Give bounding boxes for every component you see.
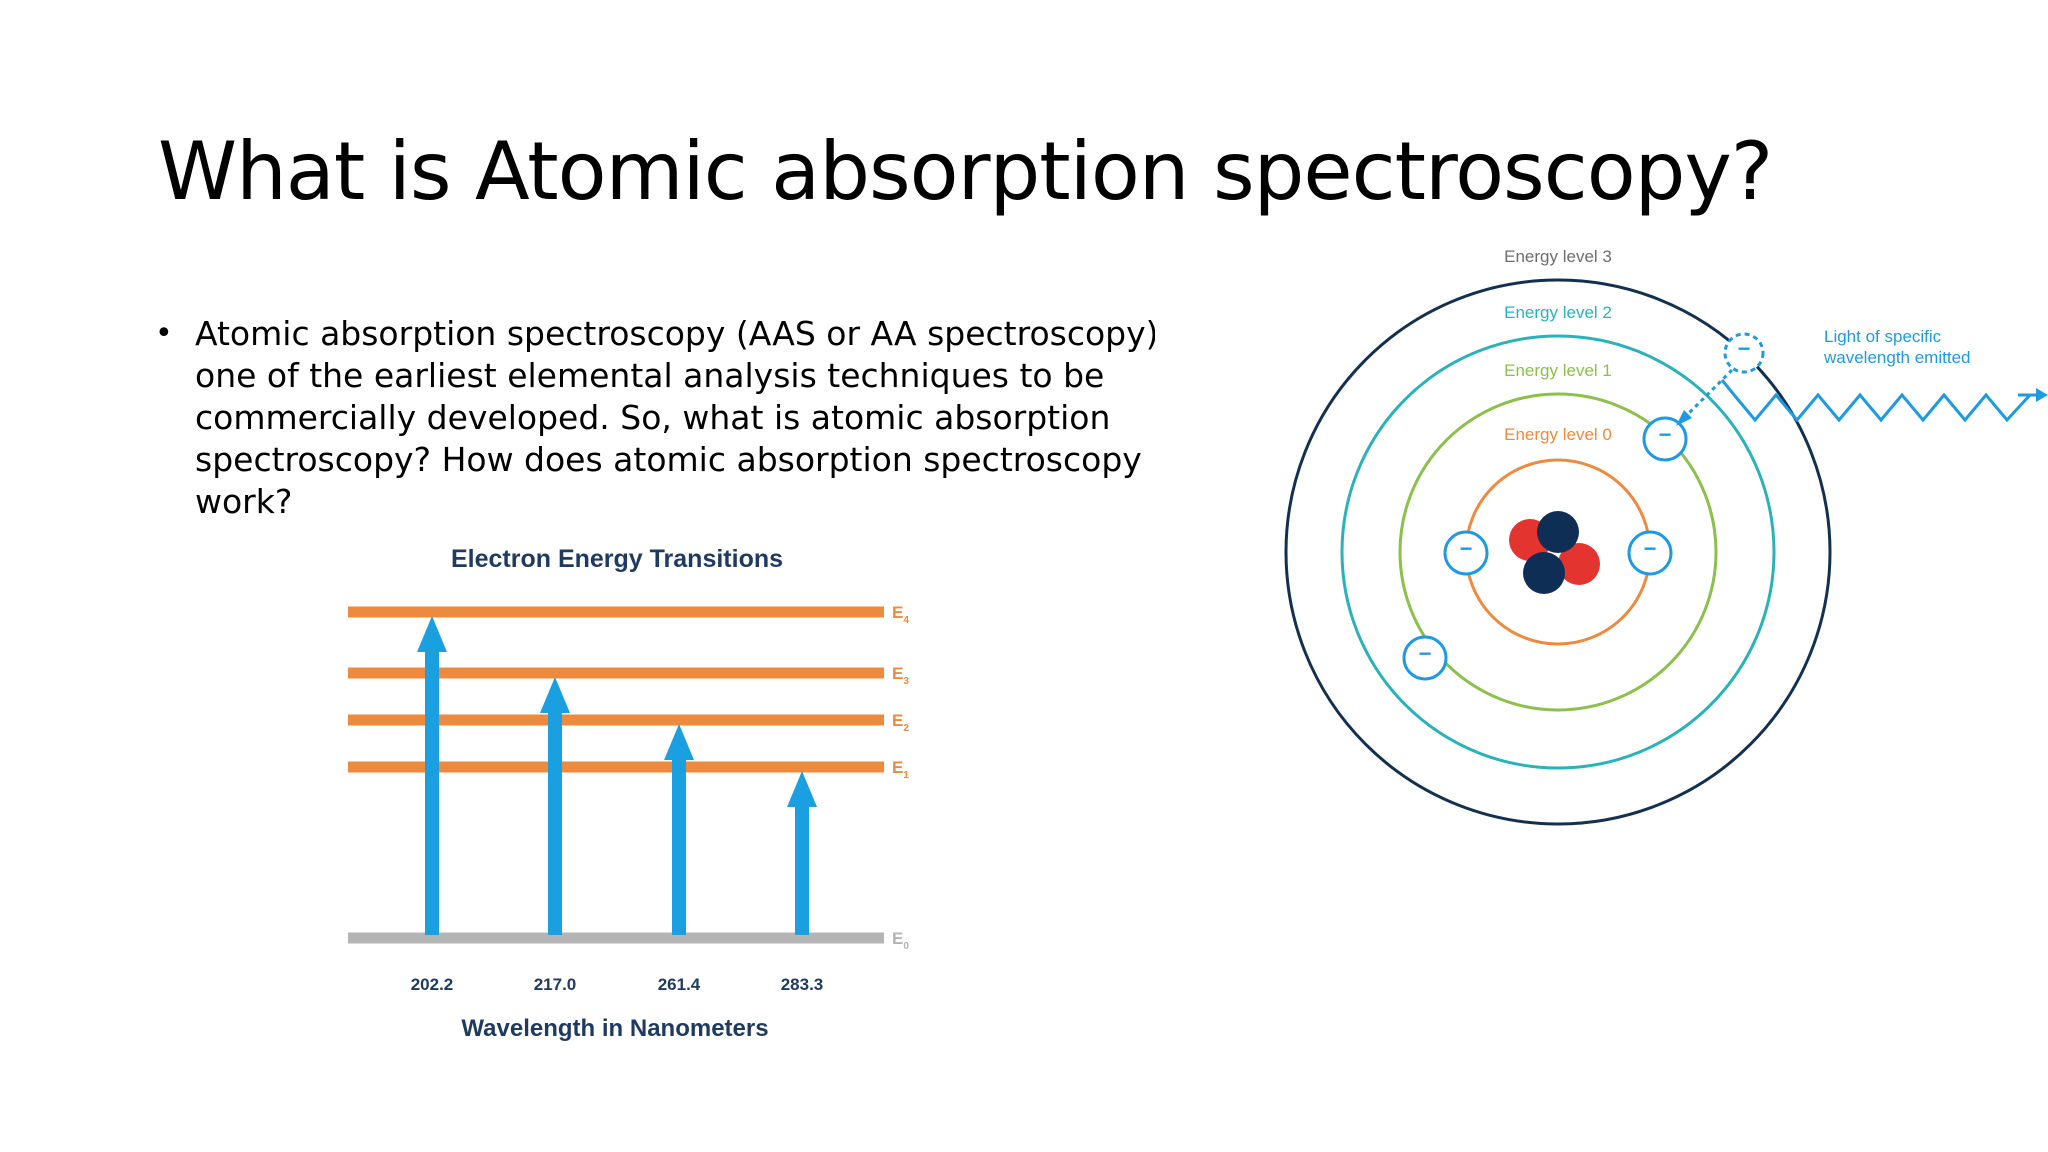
- electron-charge: −: [1419, 641, 1432, 666]
- transition-arrow-shaft: [425, 648, 439, 935]
- light-label: wavelength emitted: [1823, 348, 1970, 367]
- electron: [1627, 530, 1673, 576]
- energy-level-0-label: Energy level 0: [1504, 425, 1612, 444]
- transition-arrow-shaft: [548, 710, 562, 935]
- transition-arrow-shaft: [795, 804, 809, 935]
- emitted-light-wave: [1720, 379, 2032, 423]
- atom-energy-level-diagram: Energy level 3 Energy level 2 Energy lev…: [1284, 247, 2048, 826]
- level-label-e0: E0: [892, 929, 909, 952]
- transition-arrow-head: [540, 677, 570, 713]
- nucleus: [1509, 511, 1600, 594]
- electrons: [1402, 332, 1765, 681]
- transitions-title: Electron Energy Transitions: [451, 545, 783, 573]
- bullet-line: commercially developed. So, what is atom…: [195, 398, 1111, 437]
- energy-level-1-label: Energy level 1: [1504, 361, 1612, 380]
- electron: [1443, 530, 1489, 576]
- light-label: Light of specific: [1824, 327, 1942, 346]
- bullet-line: one of the earliest elemental analysis t…: [195, 356, 1105, 395]
- transition-arrow-head: [417, 616, 447, 652]
- wavelength-label: 217.0: [534, 975, 577, 994]
- electron-energy-transitions-diagram: Electron Energy Transitions E4 E3 E2 E1 …: [348, 545, 909, 1042]
- level-label-e4: E4: [892, 603, 909, 626]
- wavelength-label: 261.4: [658, 975, 701, 994]
- transition-dotted-arrow: [1676, 368, 1734, 426]
- level-label-e1: E1: [892, 758, 909, 781]
- orbit-energy-level-3: [1284, 278, 1832, 826]
- bullet-text-box: • Atomic absorption spectroscopy (AAS or…: [155, 313, 1155, 515]
- excited-electron: [1723, 332, 1765, 374]
- electron-charge: −: [1644, 536, 1657, 561]
- energy-level-3-label: Energy level 3: [1504, 247, 1612, 266]
- bullet-paragraph: Atomic absorption spectroscopy (AAS or A…: [195, 313, 1155, 515]
- bullet-marker: •: [155, 316, 173, 351]
- bullet-line: Atomic absorption spectroscopy (AAS or A…: [195, 314, 1155, 353]
- neutron: [1523, 552, 1565, 594]
- transitions-axis-label: Wavelength in Nanometers: [461, 1015, 768, 1042]
- electron: [1642, 416, 1688, 462]
- electron-charge: −: [1460, 536, 1473, 561]
- level-label-e3: E3: [892, 664, 909, 687]
- slide-title: What is Atomic absorption spectroscopy?: [158, 125, 1773, 218]
- electron: [1402, 635, 1448, 681]
- transition-arrow-shaft: [672, 757, 686, 935]
- transition-arrow-head: [664, 724, 694, 760]
- orbit-energy-level-2: [1340, 334, 1776, 770]
- transition-arrow-head: [787, 771, 817, 807]
- energy-level-2-label: Energy level 2: [1504, 303, 1612, 322]
- orbit-energy-level-1: [1398, 392, 1718, 712]
- bullet-line: work?: [195, 482, 293, 515]
- emitted-light-arrowhead: [2036, 388, 2048, 402]
- wavelength-label: 202.2: [411, 975, 454, 994]
- bullet-line: spectroscopy? How does atomic absorption…: [195, 440, 1142, 479]
- electron-charge: −: [1738, 336, 1751, 361]
- neutron: [1537, 511, 1579, 553]
- wavelength-label: 283.3: [781, 975, 824, 994]
- level-label-e2: E2: [892, 711, 909, 734]
- electron-charge: −: [1659, 422, 1672, 447]
- proton: [1558, 543, 1600, 585]
